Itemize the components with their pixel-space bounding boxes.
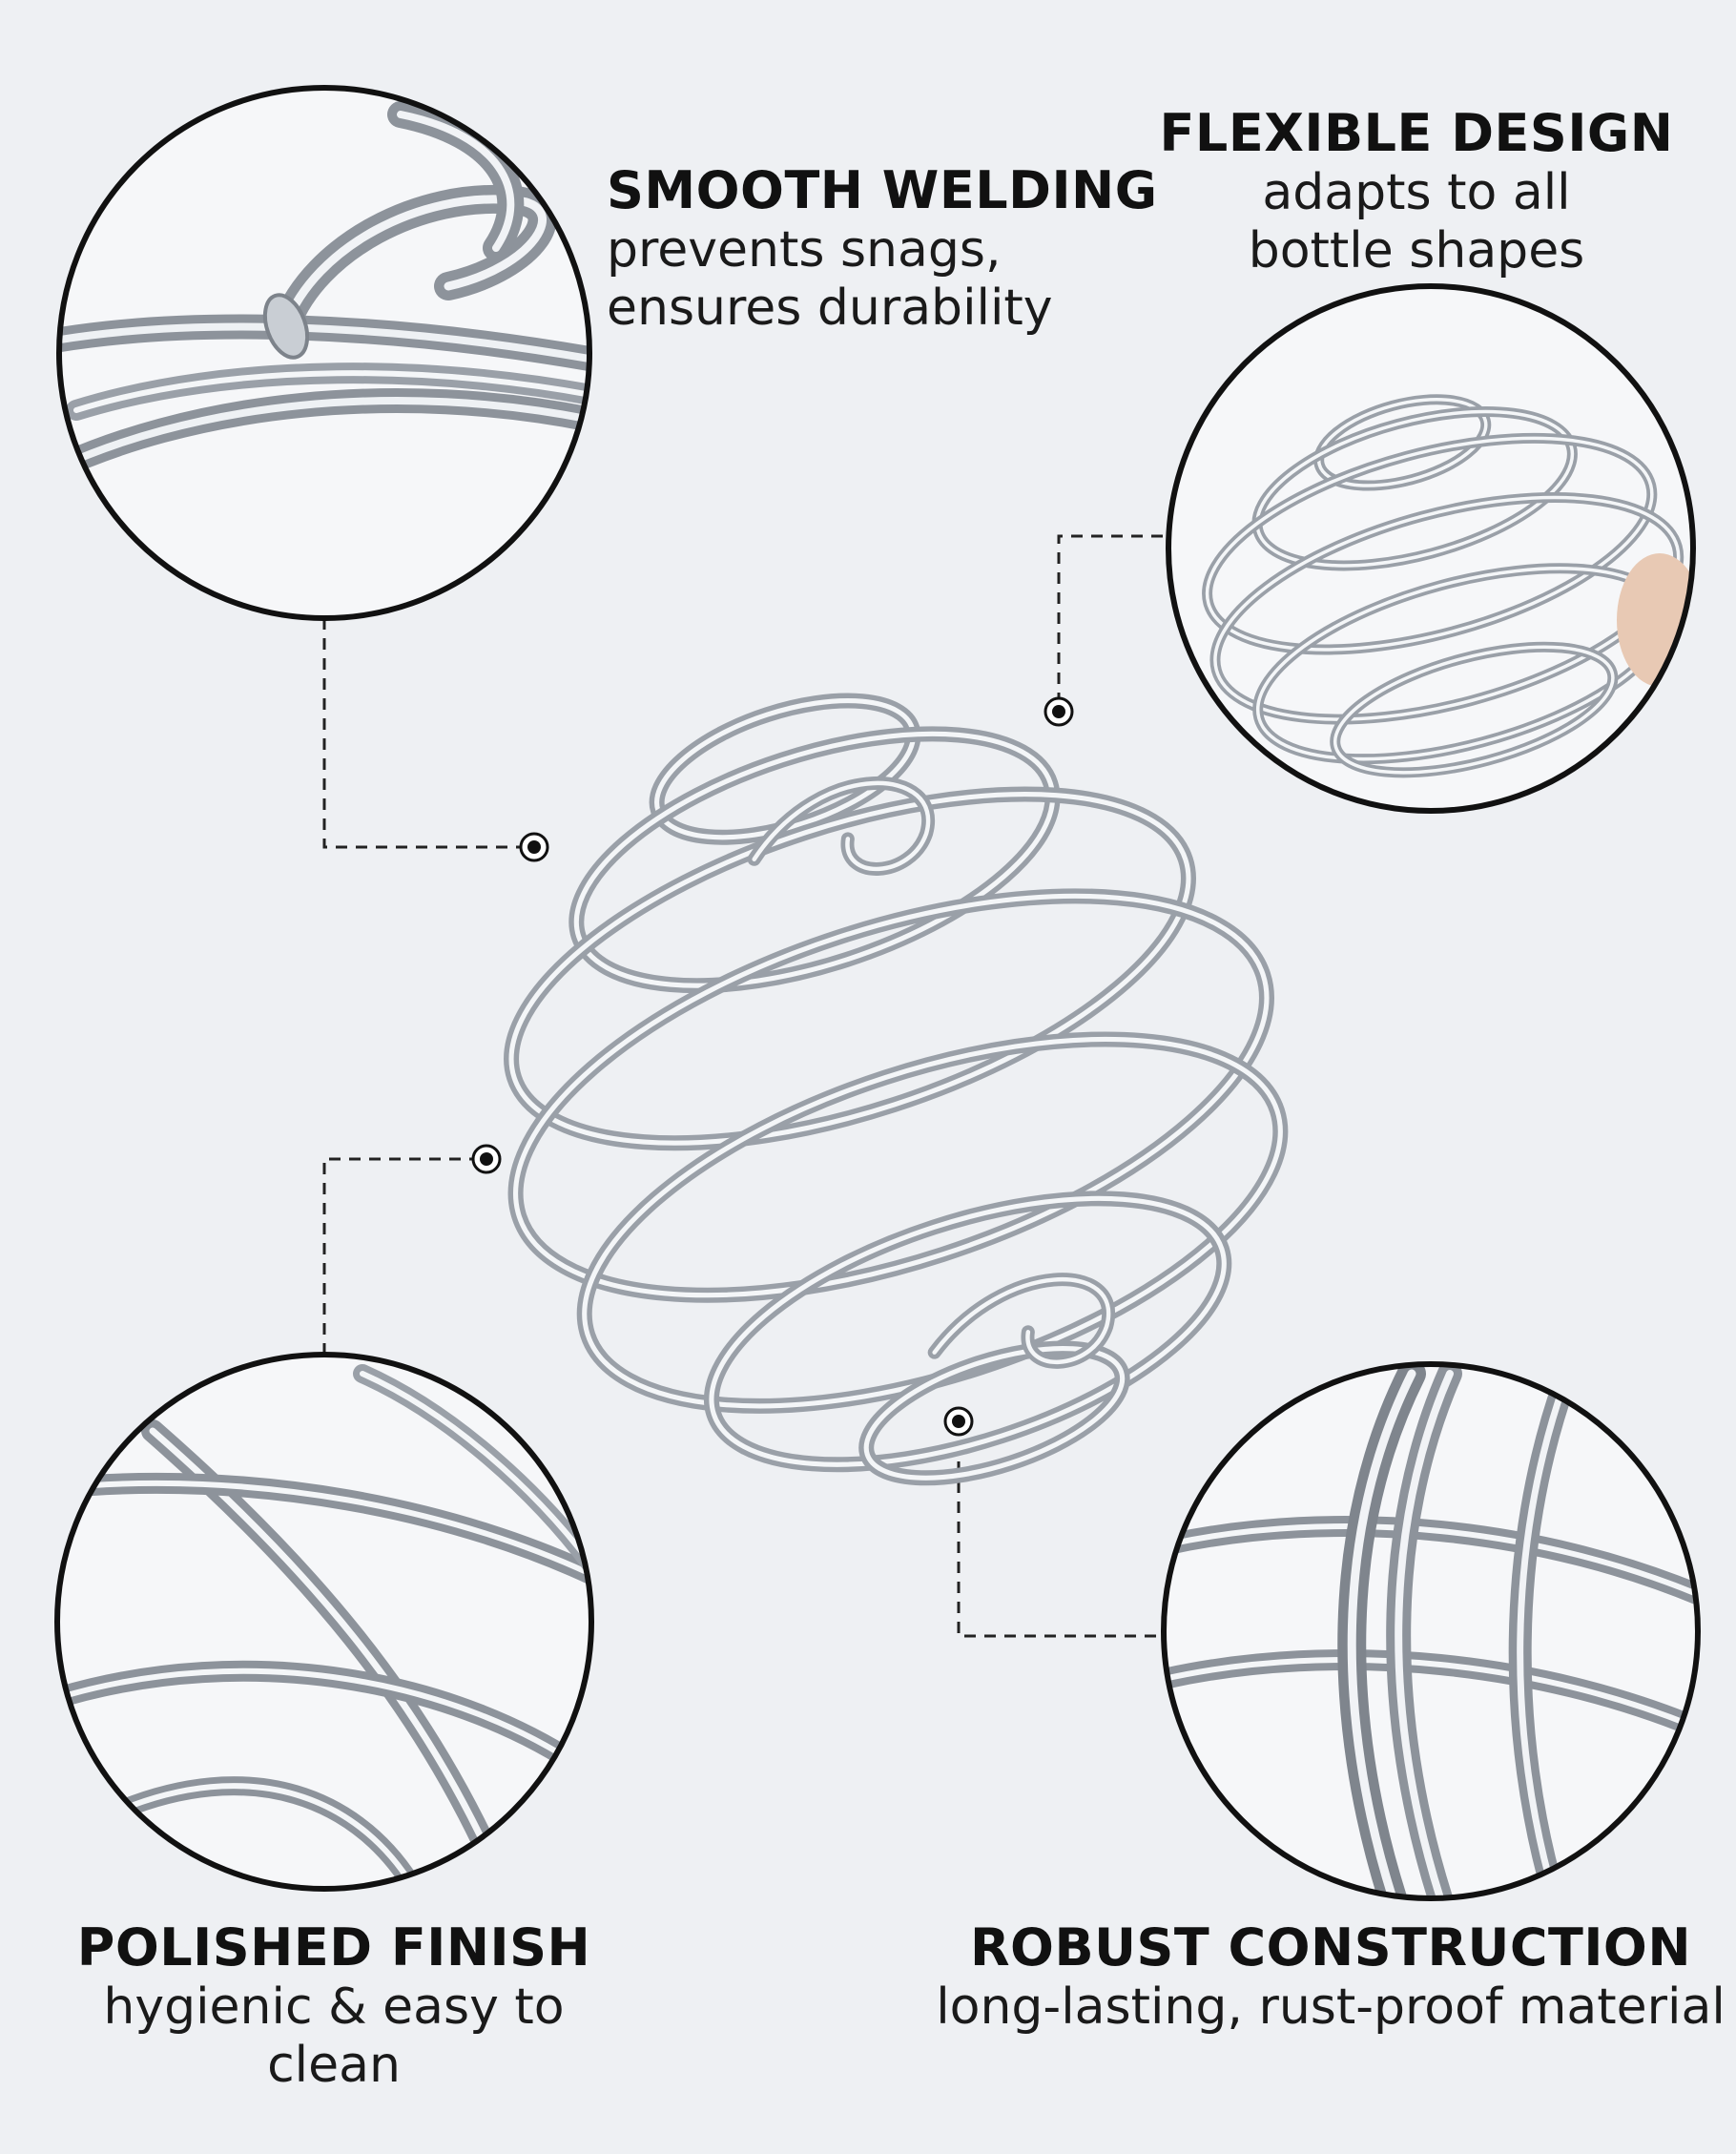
feature-description: long-lasting, rust-proof material <box>936 1978 1726 2036</box>
feature-description: ensures durability <box>607 280 1053 338</box>
feature-description: bottle shapes <box>1248 222 1585 280</box>
feature-description: hygienic & easy to clean <box>103 1978 565 2095</box>
feature-description: prevents snags, <box>607 220 1002 279</box>
connector-robust-construction <box>957 1421 1166 1638</box>
weld-closeup-image <box>56 85 592 621</box>
connector-polished-finish <box>322 1157 485 1355</box>
feature-flexible-design: FLEXIBLE DESIGN adapts to all bottle sha… <box>1126 103 1707 280</box>
feature-description: adapts to all <box>1262 163 1571 221</box>
feature-polished-finish: POLISHED FINISH hygienic & easy to clean <box>38 1917 630 2095</box>
wire-whisk-ball-image <box>504 693 1289 1486</box>
feature-title: FLEXIBLE DESIGN <box>1159 103 1674 163</box>
feature-title: ROBUST CONSTRUCTION <box>969 1917 1692 1978</box>
construction-closeup-image <box>1161 1361 1701 1901</box>
flex-closeup-image <box>1166 283 1696 814</box>
connector-flexible-design <box>1057 534 1171 704</box>
feature-smooth-welding: SMOOTH WELDING prevents snags, ensures d… <box>607 160 1158 338</box>
connector-smooth-welding <box>322 618 534 849</box>
feature-title: POLISHED FINISH <box>76 1917 591 1978</box>
callout-dots <box>471 696 1074 1437</box>
polish-closeup-image <box>54 1352 594 1892</box>
connector-lines <box>322 534 1171 1638</box>
feature-robust-construction: ROBUST CONSTRUCTION long-lasting, rust-p… <box>935 1917 1726 2037</box>
feature-title: SMOOTH WELDING <box>607 160 1158 220</box>
